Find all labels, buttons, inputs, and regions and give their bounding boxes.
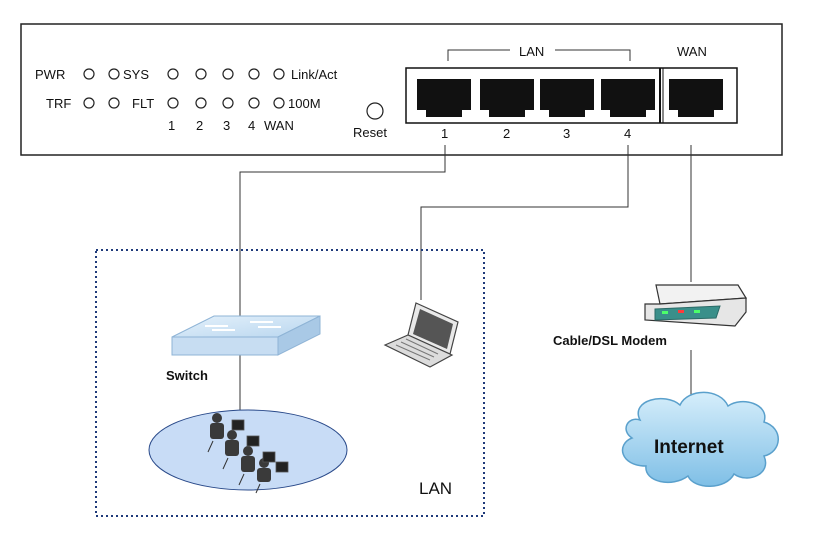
led-link-4 (249, 69, 259, 79)
led-label-100m: 100M (288, 96, 321, 111)
switch-label: Switch (166, 368, 208, 383)
led-100m-3 (223, 98, 233, 108)
led-100m-4 (249, 98, 259, 108)
lan-port-label-3: 3 (563, 126, 570, 141)
modem-label: Cable/DSL Modem (553, 333, 667, 348)
lan-zone-label: LAN (419, 479, 452, 498)
led-port-num-wan: WAN (264, 118, 294, 133)
led-trf (84, 98, 94, 108)
led-link-3 (223, 69, 233, 79)
wan-label: WAN (677, 44, 707, 59)
lan-port-label-4: 4 (624, 126, 631, 141)
led-link-1 (168, 69, 178, 79)
router-panel: PWR SYS Link/Act TRF FLT 100M 1 (21, 24, 782, 155)
led-label-trf: TRF (46, 96, 71, 111)
internet-label: Internet (654, 437, 724, 458)
led-100m-1 (168, 98, 178, 108)
led-label-pwr: PWR (35, 67, 65, 82)
led-link-2 (196, 69, 206, 79)
led-100m-2 (196, 98, 206, 108)
led-port-num-4: 4 (248, 118, 255, 133)
led-port-num-3: 3 (223, 118, 230, 133)
led-pwr (84, 69, 94, 79)
led-flt (109, 98, 119, 108)
reset-button[interactable] (367, 103, 383, 119)
led-label-sys: SYS (123, 67, 149, 82)
led-label-link-act: Link/Act (291, 67, 338, 82)
cable-port1-switch (240, 145, 445, 318)
lan-port-label-2: 2 (503, 126, 510, 141)
switch-icon (172, 316, 320, 355)
led-label-flt: FLT (132, 96, 154, 111)
lan-port-label-1: 1 (441, 126, 448, 141)
modem-led-green-2 (694, 310, 700, 313)
modem-led-green (662, 311, 668, 314)
switch-front (172, 337, 278, 355)
led-port-num-1: 1 (168, 118, 175, 133)
reset-label: Reset (353, 125, 387, 140)
cable-port4-laptop (421, 145, 628, 300)
modem-led-red (678, 310, 684, 313)
led-port-num-2: 2 (196, 118, 203, 133)
modem-icon (645, 285, 746, 326)
led-sys (109, 69, 119, 79)
lan-bracket-label: LAN (519, 44, 544, 59)
cables (240, 145, 691, 415)
led-link-wan (274, 69, 284, 79)
laptop-icon (385, 303, 458, 367)
led-100m-wan (274, 98, 284, 108)
